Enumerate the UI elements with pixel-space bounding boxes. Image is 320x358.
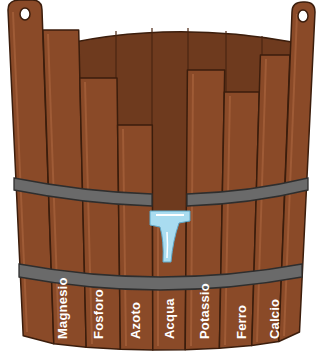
stave-label: Ferro bbox=[234, 305, 250, 339]
stave-label: Potassio bbox=[197, 283, 213, 339]
stave-label: Fosforo bbox=[91, 289, 107, 339]
stave-label: Azoto bbox=[128, 302, 144, 339]
stave-label: Acqua bbox=[162, 298, 178, 339]
front-staves bbox=[8, 0, 315, 350]
water-highlight bbox=[156, 214, 184, 216]
water-highlight bbox=[166, 232, 168, 258]
handle-hole bbox=[20, 8, 30, 20]
barrel-hoops bbox=[14, 178, 308, 290]
stave-label: Calcio bbox=[267, 299, 283, 339]
handle-hole bbox=[298, 10, 308, 22]
water-spill bbox=[150, 211, 190, 262]
stave-label: Magnesio bbox=[55, 277, 71, 339]
stave-highlights bbox=[13, 12, 297, 346]
